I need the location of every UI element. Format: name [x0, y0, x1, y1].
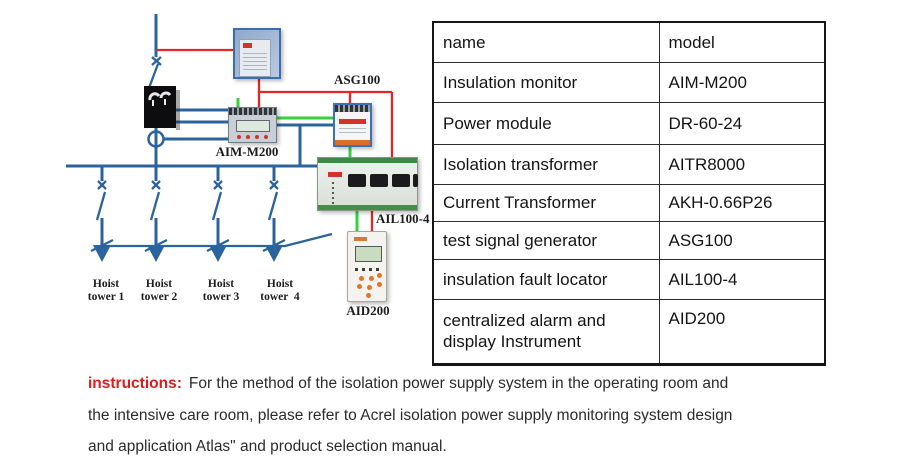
ct-connector — [370, 174, 388, 187]
col-header-name: name — [432, 21, 660, 63]
branch-circuit-1 — [90, 166, 114, 262]
isolation-transformer-symbol — [144, 86, 180, 130]
instructions-line-3: and application Atlas" and product selec… — [88, 438, 447, 455]
label-ail100-4: AIL100-4 — [376, 211, 430, 226]
instructions-label: instructions: — [88, 375, 182, 392]
brand-mark — [328, 172, 342, 177]
current-transformer-symbol — [147, 130, 165, 148]
ct-chain-wire — [100, 232, 333, 248]
centralized-alarm-display-device — [347, 231, 387, 302]
terminal-strip — [335, 105, 370, 112]
label-hoist-tower-3: Hoist tower 3 — [202, 278, 240, 303]
label-hoist-tower-2: Hoist tower 2 — [140, 278, 178, 303]
branch-circuit-4 — [262, 166, 286, 262]
branch-circuit-3 — [206, 166, 230, 262]
test-signal-generator-device — [333, 103, 372, 147]
product-table: name model Insulation monitor AIM-M200 P… — [432, 21, 826, 366]
table-row: centralized alarm and display Instrument… — [432, 298, 826, 365]
instructions-line-2: the intensive care room, please refer to… — [88, 406, 733, 424]
insulation-monitor-device — [228, 107, 277, 143]
table-row: Power module DR-60-24 — [432, 101, 826, 145]
power-wires-red — [157, 48, 394, 231]
ct-connector — [348, 174, 366, 187]
brand-mark — [243, 43, 252, 48]
signal-wires-green — [236, 98, 359, 231]
table-row: insulation fault locator AIL100-4 — [432, 258, 826, 300]
wiring-schematic — [66, 14, 394, 262]
insulation-fault-locator-device — [317, 157, 418, 211]
col-header-model: model — [658, 21, 826, 63]
brand-mark — [354, 237, 367, 241]
power-module-label — [239, 39, 271, 77]
table-row: Insulation monitor AIM-M200 — [432, 61, 826, 103]
label-hoist-tower-1: Hoist tower 1 — [87, 278, 125, 303]
table-row: Current Transformer AKH-0.66P26 — [432, 183, 826, 222]
label-asg100: ASG100 — [334, 72, 381, 87]
table-header-row: name model — [432, 21, 826, 63]
brand-mark — [339, 119, 366, 124]
branch-circuit-2 — [144, 166, 168, 262]
table-row: Isolation transformer AITR8000 — [432, 143, 826, 185]
measurement-wires-blue — [164, 108, 333, 166]
aim-lcd-screen — [236, 120, 270, 132]
instructions-paragraph: instructions:For the method of the isola… — [88, 368, 848, 460]
ct-connector — [392, 174, 410, 187]
aid-lcd-screen — [355, 246, 382, 262]
power-module-device — [233, 28, 281, 79]
label-aid200: AID200 — [346, 303, 390, 318]
table-row: test signal generator ASG100 — [432, 220, 826, 260]
label-hoist-tower-4: Hoist tower 4 — [260, 278, 300, 303]
ct-connector — [413, 174, 418, 187]
terminal-strip — [229, 108, 276, 115]
instructions-line-1: instructions:For the method of the isola… — [88, 375, 729, 392]
label-aim-m200: AIM-M200 — [215, 144, 279, 159]
